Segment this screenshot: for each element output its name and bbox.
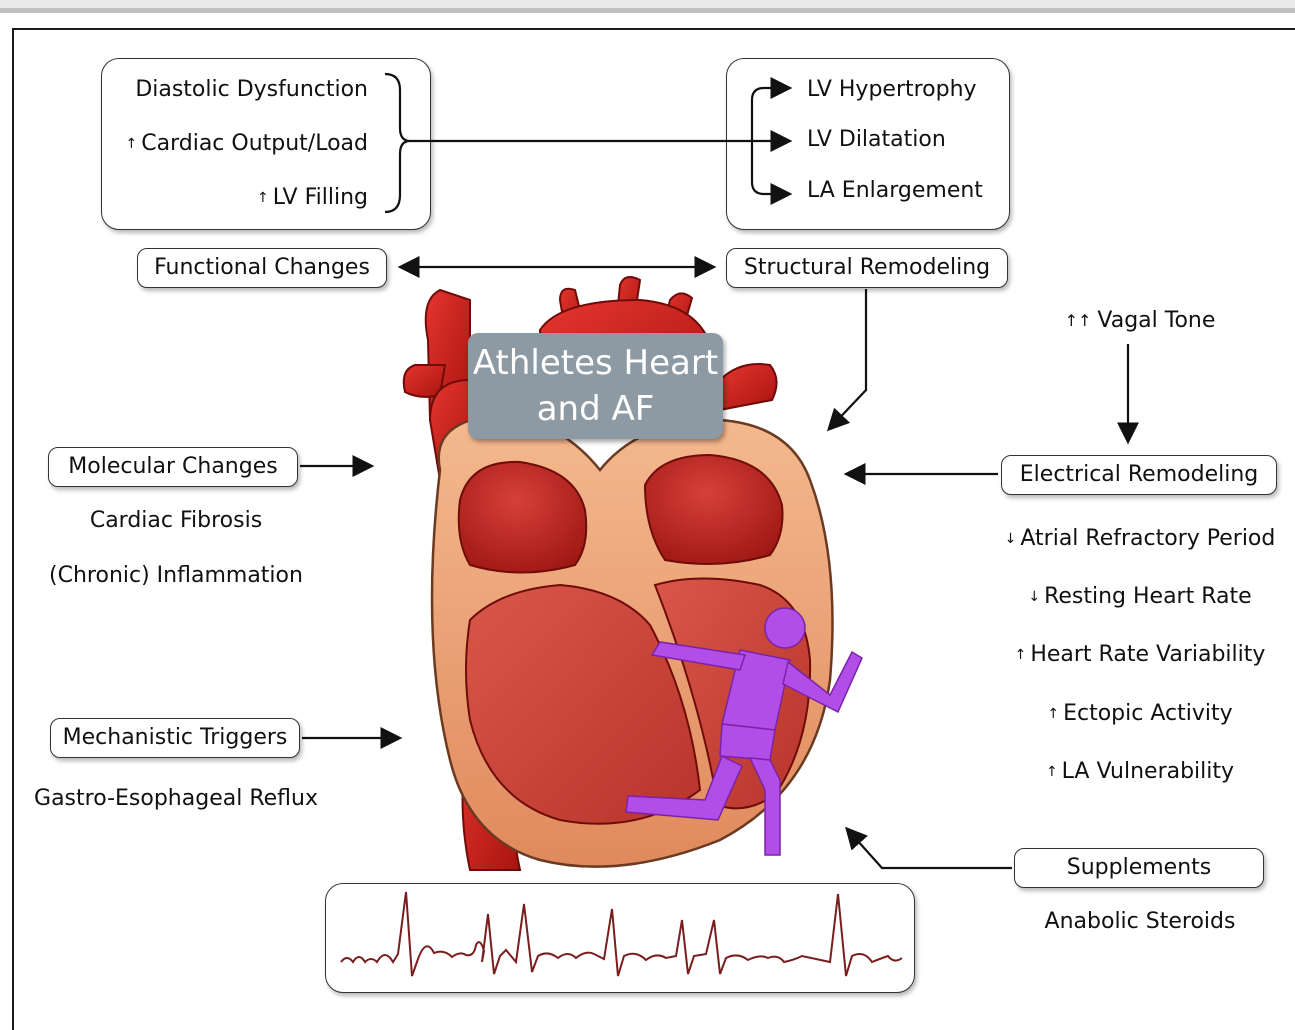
connectors — [0, 0, 1295, 1022]
